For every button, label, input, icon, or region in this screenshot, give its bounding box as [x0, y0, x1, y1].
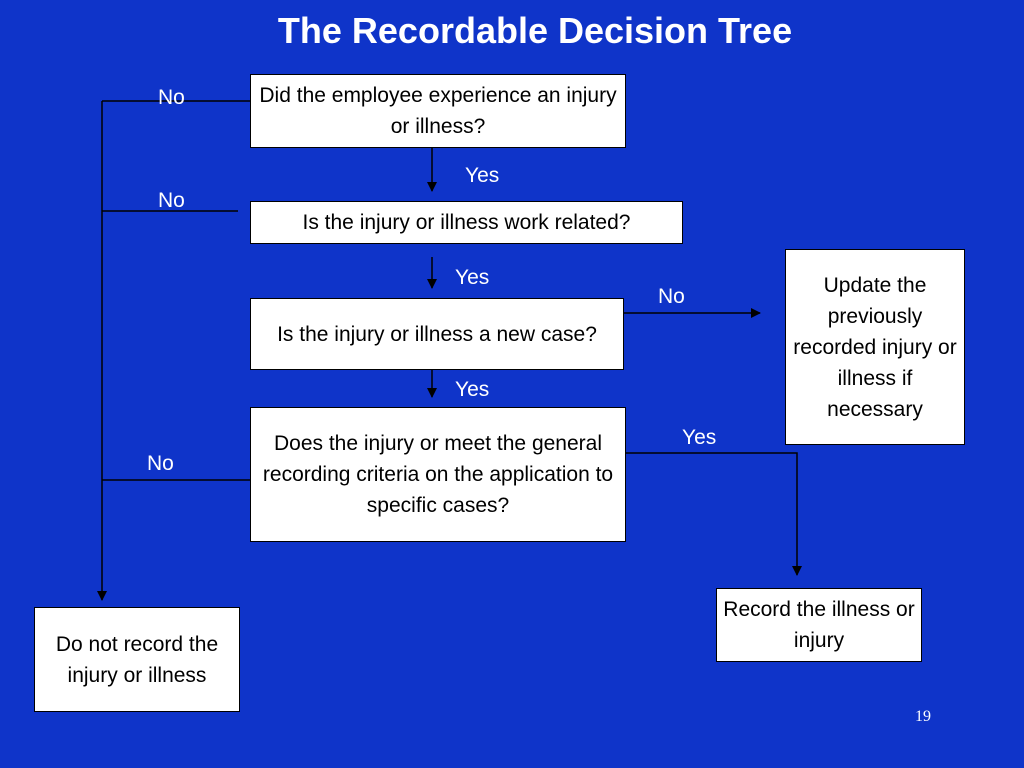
q2-no-label: No	[158, 189, 185, 212]
slide-title: The Recordable Decision Tree	[277, 10, 793, 51]
question-box-new-case: Is the injury or illness a new case?	[250, 298, 624, 370]
question-box-injury-illness: Did the employee experience an injury or…	[250, 74, 626, 148]
q2-yes-label: Yes	[455, 266, 490, 289]
outcome-box-record: Record the illness or injury	[716, 588, 922, 662]
q3-yes-label: Yes	[455, 378, 490, 401]
question-box-work-related: Is the injury or illness work related?	[250, 201, 683, 244]
q4-no-label: No	[147, 452, 174, 475]
question-box-recording-criteria: Does the injury or meet the general reco…	[250, 407, 626, 542]
outcome-box-update-previous: Update the previously recorded injury or…	[785, 249, 965, 445]
q1-yes-label: Yes	[465, 164, 500, 187]
q3-no-label: No	[658, 285, 685, 308]
q4-yes-label: Yes	[682, 426, 717, 449]
outcome-box-do-not-record: Do not record the injury or illness	[34, 607, 240, 712]
q4-yes-arrow	[626, 452, 802, 576]
page-number: 19	[915, 708, 931, 725]
q1-no-label: No	[158, 86, 185, 109]
